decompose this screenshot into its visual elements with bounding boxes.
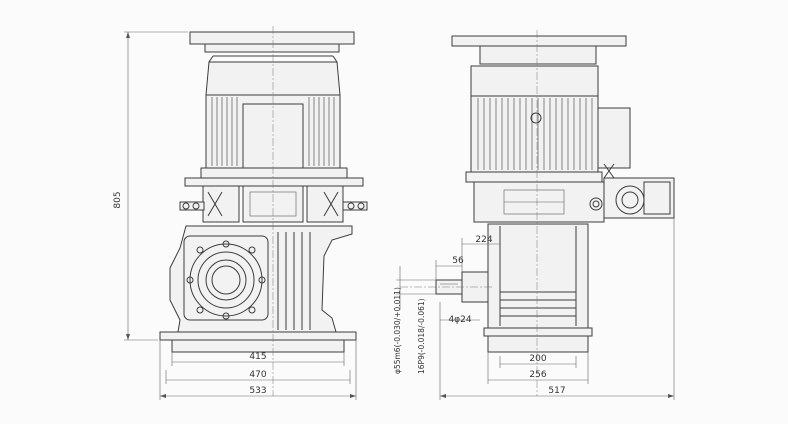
side-dim-56: 56 xyxy=(452,256,464,266)
front-width-dimensions: 415 470 533 xyxy=(159,340,357,400)
front-top-flange xyxy=(204,43,340,53)
front-motor-flange xyxy=(200,167,348,179)
side-shaft-dims: 224 56 4φ24 φ55m6(-0.030/+0.011) 16P9(-0… xyxy=(393,235,500,374)
side-dim-224: 224 xyxy=(475,235,492,245)
side-shaft-diameter: φ55m6(-0.030/+0.011) xyxy=(393,287,402,374)
front-adapter-plate xyxy=(184,177,364,187)
side-width-dimensions: 200 256 517 xyxy=(439,218,675,400)
side-gearbox-casing xyxy=(487,223,589,329)
side-motor-fins xyxy=(477,98,593,170)
front-brake-arm-right xyxy=(306,185,344,223)
side-terminal-box xyxy=(597,107,631,169)
side-top-flange xyxy=(479,45,597,65)
side-base-foot xyxy=(487,335,589,353)
side-motor-body xyxy=(470,95,599,173)
front-dim-415: 415 xyxy=(249,352,266,362)
side-gearbox-ribs xyxy=(499,226,577,326)
side-base-plate xyxy=(483,327,593,337)
side-motor-flange xyxy=(465,171,603,183)
side-key-width: 16P9(-0.018/-0.061) xyxy=(417,298,426,374)
side-brake-lever xyxy=(589,163,675,219)
front-dim-470: 470 xyxy=(249,370,266,380)
front-height-label: 805 xyxy=(113,191,123,208)
side-dim-key: 4φ24 xyxy=(448,315,471,325)
front-view: 805 415 470 533 xyxy=(113,26,368,400)
side-top-plate xyxy=(451,35,627,47)
side-view: 224 56 4φ24 φ55m6(-0.030/+0.011) 16P9(-0… xyxy=(393,30,675,400)
front-height-dimension: 805 xyxy=(113,31,188,341)
front-brake-bolts-left xyxy=(179,191,223,217)
side-lifting-eye xyxy=(530,112,542,124)
side-motor-cap xyxy=(470,65,599,97)
front-base-foot xyxy=(171,339,345,353)
side-dim-200: 200 xyxy=(529,354,546,364)
side-dim-517: 517 xyxy=(548,386,565,396)
front-brake-arm-left xyxy=(202,185,240,223)
front-brake-bolts-right xyxy=(323,191,368,217)
front-top-plate xyxy=(189,31,355,45)
front-gearbox-ribs xyxy=(277,232,311,330)
front-dim-533: 533 xyxy=(249,386,266,396)
side-dim-256: 256 xyxy=(529,370,546,380)
front-base-plate xyxy=(159,331,357,341)
front-motor-fins xyxy=(211,97,335,166)
front-output-flange xyxy=(183,235,269,321)
